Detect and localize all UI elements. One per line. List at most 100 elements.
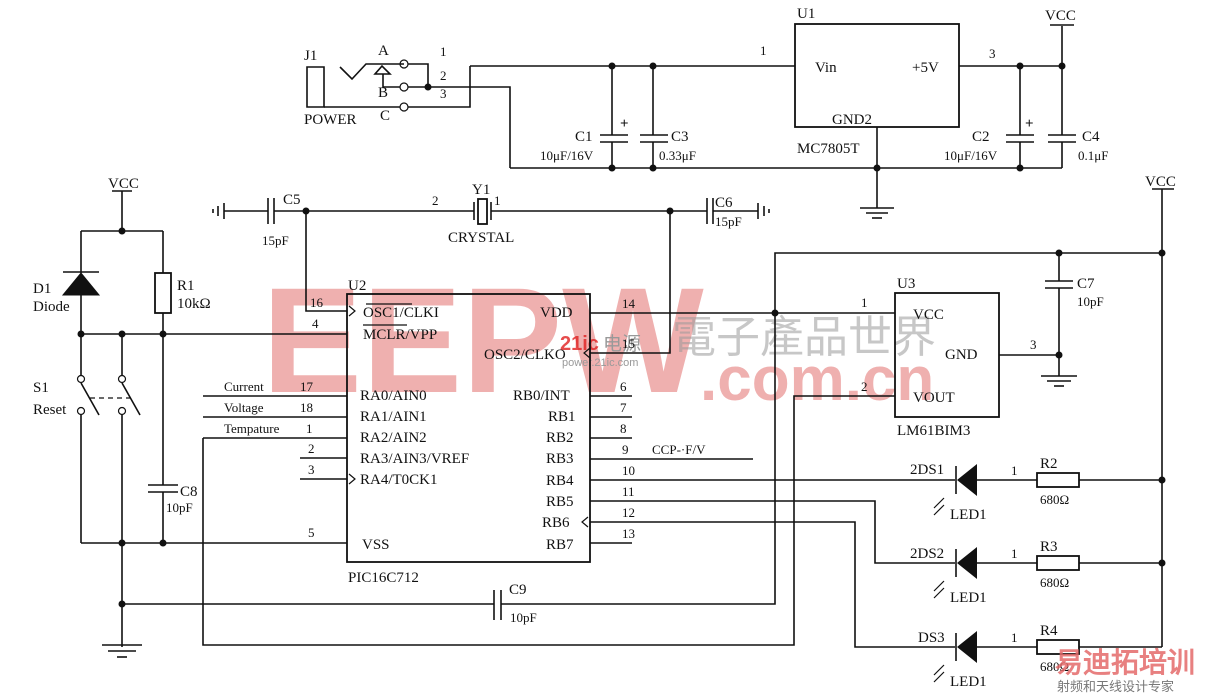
c4-value: 0.1μF [1078, 148, 1108, 163]
u2-pin-ra3: RA3/AIN3/VREF [360, 451, 469, 467]
c2-value: 10μF/16V [944, 148, 998, 163]
reset-circuit: VCC D1 Diode R1 10kΩ S1 Reset [33, 176, 347, 658]
y1-name: CRYSTAL [448, 230, 514, 246]
u2-pin-ra2: RA2/AIN2 [360, 430, 427, 446]
u2-pin-num-7: 7 [620, 400, 627, 415]
u2-pin-num-8: 8 [620, 421, 627, 436]
u3-pin-vcc: VCC [913, 307, 944, 323]
u2-part: PIC16C712 [348, 570, 419, 586]
u1-pin-gnd: GND2 [832, 112, 872, 128]
c7-value: 10pF [1077, 294, 1104, 309]
vcc-rail-right: VCC [1145, 174, 1176, 647]
regulator-u1: 1 U1 Vin +5V GND2 MC7805T [760, 6, 960, 219]
u3-pin-gnd: GND [945, 347, 978, 363]
signal-tempature: Tempature [224, 421, 280, 436]
u2-pin-rb2: RB2 [546, 430, 574, 446]
j1-pin-num-3: 3 [440, 86, 447, 101]
c6-ref: C6 [715, 195, 733, 211]
r1-value: 10kΩ [177, 296, 211, 312]
u2-pin-num-15: 15 [622, 336, 635, 351]
u1-pin-vout: +5V [912, 60, 939, 76]
c3-value: 0.33μF [659, 148, 696, 163]
c1-value: 10μF/16V [540, 148, 594, 163]
u2-pin-num-6: 6 [620, 379, 627, 394]
u1-pin-out-num: 3 [989, 46, 996, 61]
u3-pin-num-vcc: 1 [861, 295, 868, 310]
d1-ref: D1 [33, 281, 51, 297]
u2-pin-osc2: OSC2/CLKO [484, 347, 566, 363]
u2-pin-rb5: RB5 [546, 494, 574, 510]
r2-ref: R2 [1040, 456, 1058, 472]
c8-value: 10pF [166, 500, 193, 515]
c8-ref: C8 [180, 484, 198, 500]
u2-pin-num-5: 5 [308, 525, 315, 540]
led1-ref: 2DS1 [910, 462, 944, 478]
j1-pin-b: B [378, 85, 388, 101]
j1-pin-a: A [378, 43, 389, 59]
led-row-1: 2DS1 1 R2 680Ω LED1 [910, 456, 1162, 523]
u3-ref: U3 [897, 276, 915, 292]
c6-value: 15pF [715, 214, 742, 229]
watermark-21ic: 21ic [560, 333, 599, 355]
u2-pin-num-16: 16 [310, 295, 324, 310]
c4-ref: C4 [1082, 129, 1100, 145]
u2-pin-rb1: RB1 [548, 409, 576, 425]
u2-pin-rb0: RB0/INT [513, 388, 570, 404]
led3-pin: 1 [1011, 630, 1018, 645]
u2-pin-ra4: RA4/T0CK1 [360, 472, 438, 488]
y1-pin-right: 1 [494, 193, 501, 208]
c2-ref: C2 [972, 129, 990, 145]
u2-pin-num-9: 9 [622, 442, 629, 457]
j1-pin-c: C [380, 108, 390, 124]
vcc-label-top-right: VCC [1045, 8, 1076, 66]
j1-pin-num-1: 1 [440, 44, 447, 59]
watermark-21ic-cn: 电源 [603, 333, 641, 355]
u2-pin-ra1: RA1/AIN1 [360, 409, 427, 425]
led-row-3: DS3 1 R4 680Ω LED1 [918, 623, 1162, 690]
vcc-label-1: VCC [1045, 8, 1076, 24]
led1-pin: 1 [1011, 463, 1018, 478]
r2-value: 680Ω [1040, 492, 1069, 507]
vcc-label-3: VCC [1145, 174, 1176, 190]
r3-ref: R3 [1040, 539, 1058, 555]
capacitor-c7: C7 10pF [1045, 249, 1104, 355]
u3-pin-num-gnd: 3 [1030, 337, 1037, 352]
j1-name: POWER [304, 112, 357, 128]
u2-pin-num-12: 12 [622, 505, 635, 520]
c3-ref: C3 [671, 129, 689, 145]
u3-pin-vout: VOUT [913, 390, 955, 406]
u1-pin-vin: Vin [815, 60, 837, 76]
c9-ref: C9 [509, 582, 527, 598]
u3-part: LM61BIM3 [897, 423, 970, 439]
led-row-2: 2DS2 1 R3 680Ω LED1 [910, 539, 1162, 606]
u2-pin-num-13: 13 [622, 526, 635, 541]
watermark-cn-title: 電子產品世界 [672, 312, 936, 363]
c1-ref: C1 [575, 129, 593, 145]
j1-ref: J1 [304, 48, 317, 64]
led3-name: LED1 [950, 674, 987, 690]
u1-part: MC7805T [797, 141, 860, 157]
u1-ref: U1 [797, 6, 815, 22]
power-jack-j1: J1 A B C 1 2 3 POWER [304, 43, 511, 168]
u1-pin-in-num: 1 [760, 43, 767, 58]
u3-pin-num-vout: 2 [861, 379, 868, 394]
u2-pin-rb7: RB7 [546, 537, 574, 553]
led2-pin: 1 [1011, 546, 1018, 561]
capacitor-c2: + C2 10μF/16V [944, 66, 1034, 168]
mcu-u2: U2 PIC16C712 16 OSC1/CLKI 4 MCLR/VPP Cur… [203, 278, 955, 648]
c9-value: 10pF [510, 610, 537, 625]
u2-ref: U2 [348, 278, 366, 294]
r3-value: 680Ω [1040, 575, 1069, 590]
u2-pin-num-18: 18 [300, 400, 313, 415]
u2-pin-num-17: 17 [300, 379, 314, 394]
d1-name: Diode [33, 299, 70, 315]
u2-pin-vss: VSS [362, 537, 390, 553]
c1-polarity: + [620, 116, 629, 132]
capacitor-c1: + C1 10μF/16V [540, 66, 629, 168]
signal-current: Current [224, 379, 264, 394]
led2-name: LED1 [950, 590, 987, 606]
r1-ref: R1 [177, 278, 195, 294]
u2-pin-num-1: 1 [306, 421, 313, 436]
s1-name: Reset [33, 402, 67, 418]
